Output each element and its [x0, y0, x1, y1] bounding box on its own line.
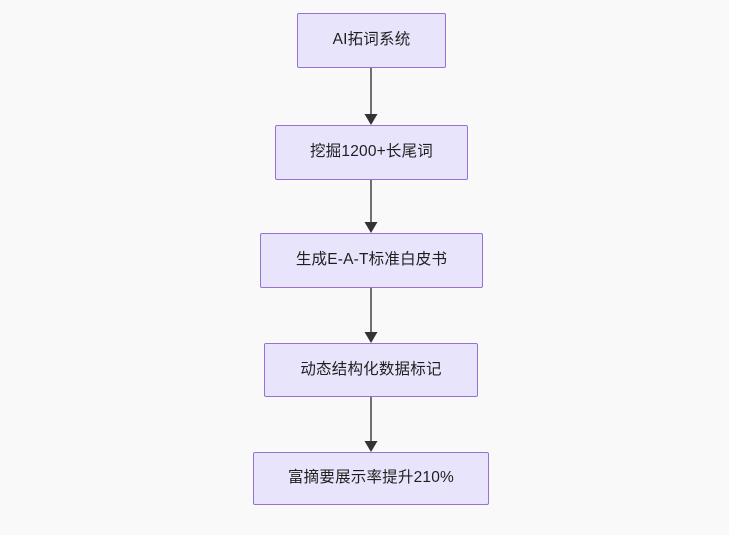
flow-node-rich-snippet-result[interactable]: 富摘要展示率提升210% — [253, 452, 489, 505]
arrow-down-icon — [364, 397, 378, 452]
arrow-down-icon — [364, 68, 378, 125]
arrow-down-icon — [364, 180, 378, 233]
flow-node-label: 动态结构化数据标记 — [300, 360, 442, 378]
flow-edge-node4-node5 — [360, 397, 382, 452]
flow-node-structured-data-markup[interactable]: 动态结构化数据标记 — [264, 343, 478, 397]
flow-edge-node1-node2 — [360, 68, 382, 125]
flow-node-eat-whitepaper[interactable]: 生成E-A-T标准白皮书 — [260, 233, 483, 288]
flow-node-label: 富摘要展示率提升210% — [287, 469, 455, 487]
flow-node-label: 挖掘1200+长尾词 — [309, 143, 434, 161]
arrow-down-icon — [364, 288, 378, 343]
flow-node-longtail-keywords[interactable]: 挖掘1200+长尾词 — [275, 125, 468, 180]
flow-edge-node2-node3 — [360, 180, 382, 233]
flow-node-label: 生成E-A-T标准白皮书 — [295, 251, 448, 269]
flow-node-label: AI拓词系统 — [332, 31, 411, 49]
flow-edge-node3-node4 — [360, 288, 382, 343]
flow-node-ai-keyword-system[interactable]: AI拓词系统 — [297, 13, 446, 68]
